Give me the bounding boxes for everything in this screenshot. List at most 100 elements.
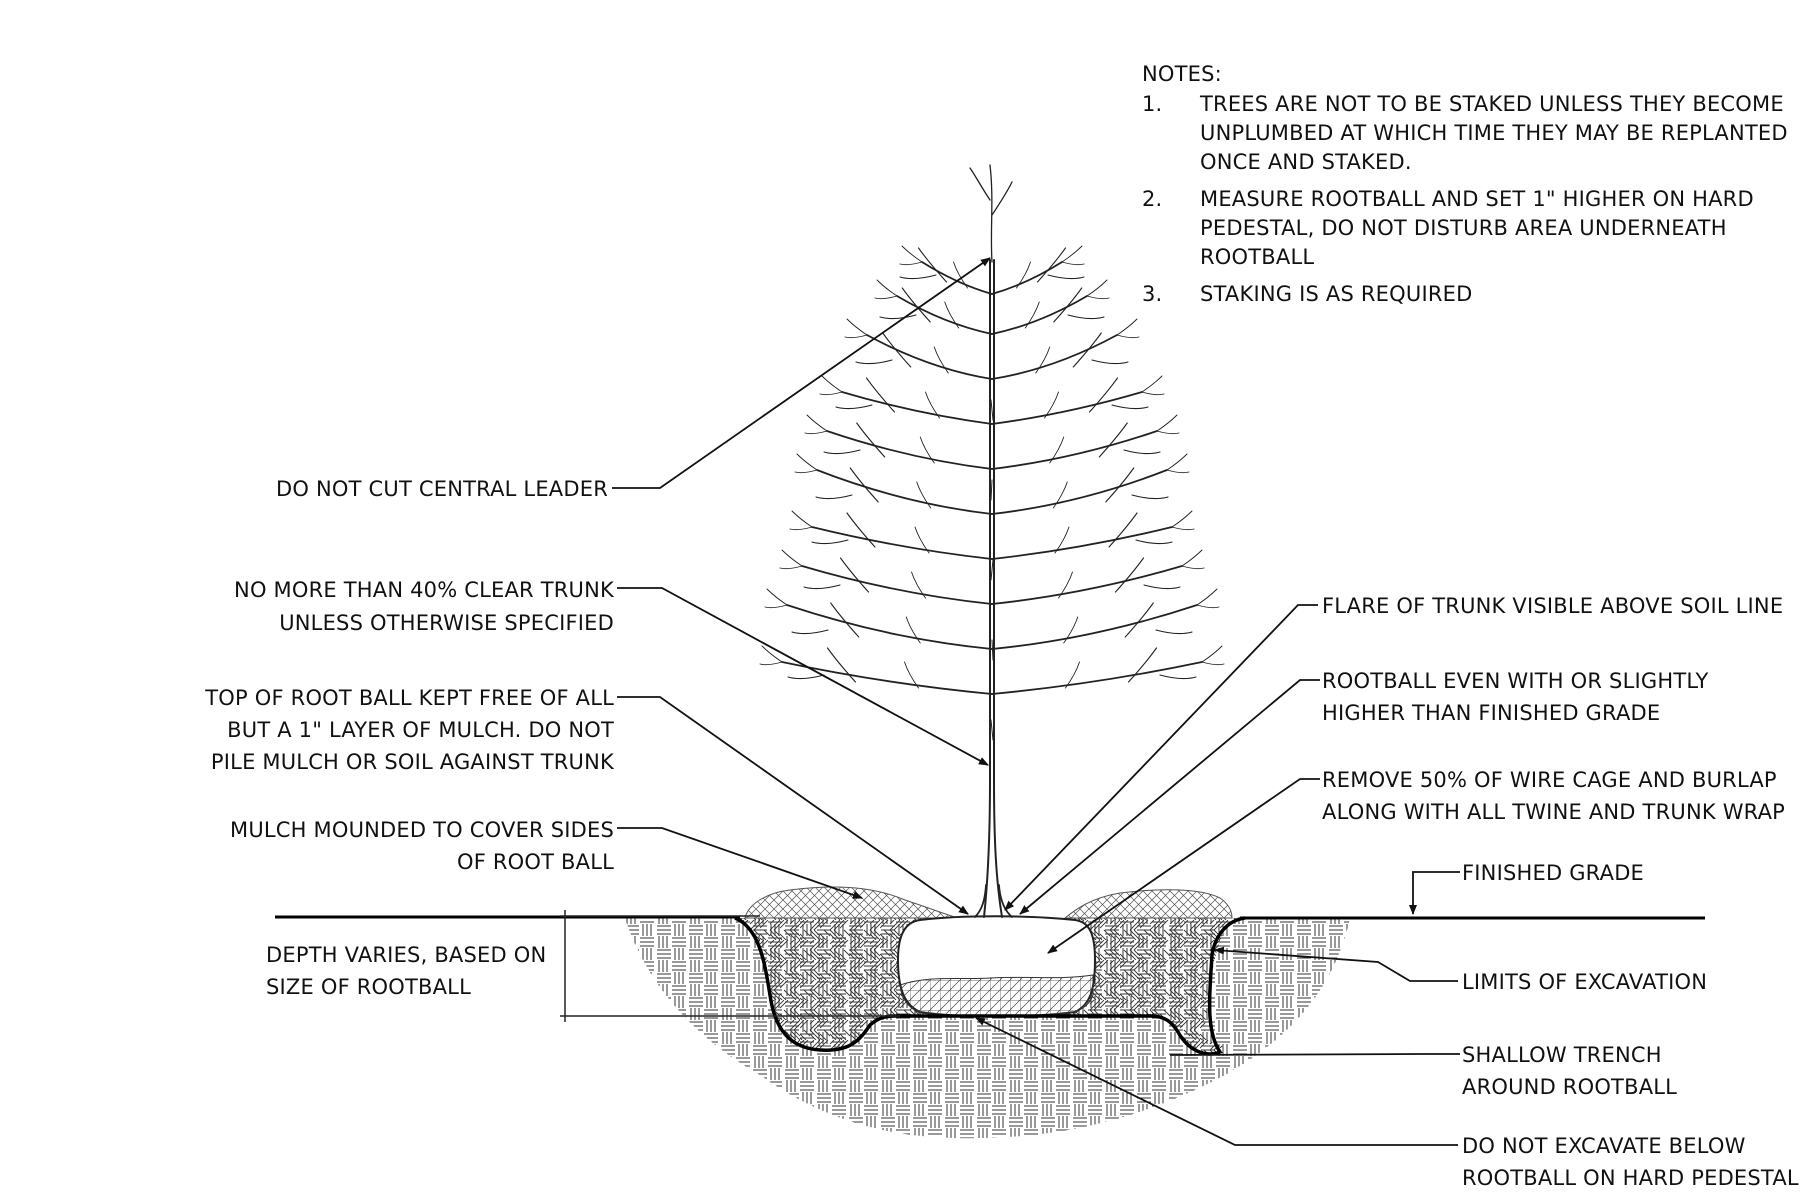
tree-branch <box>1053 287 1083 323</box>
callout-rootball-even-line-2: HIGHER THAN FINISHED GRADE <box>1322 701 1660 725</box>
leader-limits-excavation <box>1214 946 1458 982</box>
trunk-flare <box>974 884 1013 918</box>
rootball-lower-hatch <box>899 974 1094 1018</box>
tree-branch <box>865 377 896 413</box>
trunk-texture <box>990 399 994 741</box>
note-2-line-1: MEASURE ROOTBALL AND SET 1" HIGHER ON HA… <box>1200 187 1754 211</box>
leader-finished-grade <box>1409 871 1460 915</box>
tree-branch <box>1088 377 1119 413</box>
tree-branch <box>811 526 993 560</box>
tree-branch <box>1123 449 1161 455</box>
callout-trunk-flare: FLARE OF TRUNK VISIBLE ABOVE SOIL LINE <box>1322 594 1783 618</box>
callout-root-ball-top-line-2: BUT A 1" LAYER OF MULCH. DO NOT <box>227 718 614 742</box>
tree-branch <box>786 604 993 650</box>
tree-branch <box>914 526 930 554</box>
leader-root-ball-top <box>617 696 969 915</box>
tree-branch <box>919 436 935 464</box>
tree-branch <box>1166 453 1190 474</box>
tree-branch <box>1058 571 1073 599</box>
callout-finished-grade: FINISHED GRADE <box>1462 861 1644 885</box>
callout-mulch-mounded-line-1: MULCH MOUNDED TO COVER SIDES <box>230 818 614 842</box>
mulch-mound-right <box>1063 889 1233 919</box>
tree-branch <box>816 469 993 515</box>
tree-branch <box>991 565 1183 605</box>
tree-branch <box>779 549 803 570</box>
tree-branch <box>759 645 783 666</box>
callout-root-ball-top-line-3: PILE MULCH OR SOIL AGAINST TRUNK <box>211 750 615 774</box>
tree-branch <box>1052 481 1068 509</box>
notes-heading: NOTES: <box>1142 62 1222 86</box>
leader-mulch-mounded <box>617 827 863 899</box>
tree-branch <box>991 430 1158 470</box>
tree-branch <box>1155 629 1193 635</box>
tree-branch <box>1061 245 1085 266</box>
leader-wire-cage <box>1047 778 1320 954</box>
tree-branch <box>899 274 937 280</box>
tree-branch <box>991 334 1118 380</box>
tree-branch <box>1131 494 1169 500</box>
tree-branch <box>1091 359 1129 365</box>
tree-branch <box>917 247 948 283</box>
note-1-line-3: ONCE AND STAKED. <box>1200 150 1412 174</box>
tree-branch <box>1127 647 1158 683</box>
tree-branch <box>839 557 870 593</box>
note-1-line-2: UNPLUMBED AT WHICH TIME THEY MAY BE REPL… <box>1200 121 1788 145</box>
tree-branch <box>1143 584 1181 590</box>
tree-branch <box>991 604 1198 650</box>
tree-branch <box>866 334 993 380</box>
tree-branch <box>901 287 931 323</box>
callout-clear-trunk-line-1: NO MORE THAN 40% CLEAR TRUNK <box>234 578 615 602</box>
callout-depth-varies-line-1: DEPTH VARIES, BASED ON <box>266 943 546 967</box>
tree-branches <box>759 245 1225 695</box>
tree-branch <box>1201 645 1225 666</box>
callout-limits-excavation: LIMITS OF EXCAVATION <box>1462 970 1707 994</box>
note-3-line-1: STAKING IS AS REQUIRED <box>1200 282 1472 306</box>
tree-branch <box>1036 247 1067 283</box>
tree-branch <box>1156 414 1180 435</box>
tree-branch <box>789 510 813 531</box>
tree-branch <box>801 565 993 605</box>
tree-branch <box>819 375 843 396</box>
tree-branch <box>1063 616 1079 644</box>
tree-branch <box>1124 602 1154 638</box>
tree-branch <box>846 512 876 548</box>
left-callouts: DO NOT CUT CENTRAL LEADER NO MORE THAN 4… <box>204 477 615 874</box>
callout-no-excavate-line-2: ROOTBALL ON HARD PEDESTAL <box>1462 1166 1799 1190</box>
tree-branch <box>874 279 898 300</box>
tree-branch <box>811 539 849 545</box>
tree-branch <box>835 404 873 410</box>
leader-clear-trunk <box>617 587 989 766</box>
callout-mulch-mounded-line-2: OF ROOT BALL <box>457 850 614 874</box>
tree-branch <box>991 261 1063 295</box>
tree-branch <box>764 588 788 609</box>
tree-branch <box>905 616 921 644</box>
leader-lines <box>612 257 1460 1146</box>
note-1-line-1: TREES ARE NOT TO BE STAKED UNLESS THEY B… <box>1199 92 1784 116</box>
tree-branch <box>1072 332 1102 368</box>
tree-branch <box>856 422 886 458</box>
tree-branch <box>826 647 857 683</box>
tree-branch <box>899 245 923 266</box>
tree-branch <box>849 467 879 503</box>
tree-branch <box>841 391 993 425</box>
tree-trunk <box>983 259 1003 918</box>
callout-shallow-trench-line-2: AROUND ROOTBALL <box>1462 1075 1677 1099</box>
leader-shallow-trench <box>1169 1053 1460 1056</box>
tree-branch <box>1159 674 1197 680</box>
callout-clear-trunk-line-2: UNLESS OTHERWISE SPECIFIED <box>279 611 614 635</box>
callout-shallow-trench-line-1: SHALLOW TRENCH <box>1462 1043 1662 1067</box>
tree-branch <box>991 391 1143 425</box>
tree-branch <box>1105 467 1135 503</box>
note-2-line-3: ROOTBALL <box>1200 245 1314 269</box>
callout-no-excavate-line-1: DO NOT EXCAVATE BELOW <box>1462 1134 1746 1158</box>
leader-trunk-flare <box>1004 604 1318 911</box>
callout-depth-varies-line-2: SIZE OF ROOTBALL <box>266 975 471 999</box>
callout-central-leader: DO NOT CUT CENTRAL LEADER <box>276 477 608 501</box>
central-leader <box>969 164 1013 263</box>
tree-branch <box>882 332 912 368</box>
tree-branch <box>1035 346 1051 374</box>
tree-branch <box>1047 274 1085 280</box>
tree-branch <box>803 584 841 590</box>
